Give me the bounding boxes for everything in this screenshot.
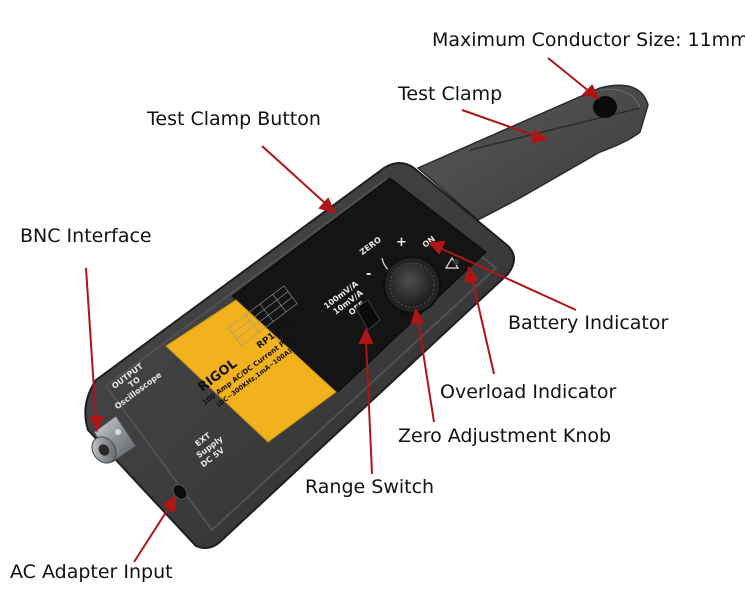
callout-range-switch: Range Switch (305, 476, 435, 498)
rigol-label (165, 299, 337, 443)
spec-table (227, 285, 298, 347)
callout-test-clamp: Test Clamp (398, 83, 503, 105)
control-panel (231, 177, 487, 393)
callout-arrows (85, 57, 600, 563)
callout-ac-adapter-input: AC Adapter Input (10, 561, 173, 583)
overload-led (453, 259, 459, 265)
plus-marking: + (396, 235, 407, 250)
minus-marking: - (366, 267, 371, 282)
test-clamp-jaw (416, 84, 649, 221)
callout-zero-adjustment-knob: Zero Adjustment Knob (398, 425, 612, 447)
zero-adjustment-knob[interactable] (383, 256, 441, 314)
callout-bnc-interface: BNC Interface (20, 225, 152, 247)
callout-test-clamp-button: Test Clamp Button (147, 108, 321, 130)
conductor-hole (593, 96, 617, 118)
callout-battery-indicator: Battery Indicator (508, 312, 669, 334)
callout-max-conductor: Maximum Conductor Size: 11mm (432, 29, 745, 51)
bnc-connector[interactable] (87, 415, 137, 468)
range-switch[interactable] (355, 299, 381, 331)
callout-overload-indicator: Overload Indicator (440, 381, 617, 403)
